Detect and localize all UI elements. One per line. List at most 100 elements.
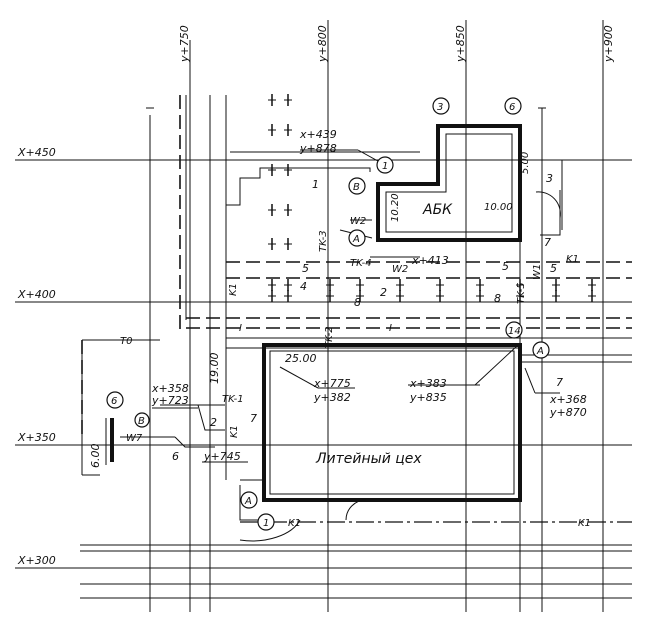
- pipe-marker: [268, 279, 276, 291]
- grid-label-x400: X+400: [17, 288, 56, 301]
- pipe-marker: [476, 290, 484, 302]
- coord-x368: x+368: [549, 393, 587, 406]
- dim-600: 6.00: [89, 444, 102, 469]
- left-structure: [81, 339, 225, 476]
- label-4: 4: [300, 280, 307, 293]
- pipe-marker: [552, 279, 560, 291]
- label-2-mid: 2: [380, 286, 387, 299]
- abk-building-label: АБК: [422, 202, 453, 218]
- callout-a-bottom: [240, 491, 258, 509]
- abk-curve: [535, 191, 561, 219]
- label-5-right: 5: [550, 262, 557, 275]
- callout-1-top: [376, 156, 394, 174]
- grid-label-y750: y+750: [178, 25, 191, 63]
- callout-b-top-label: В: [353, 182, 360, 193]
- pipe-marker: [476, 279, 484, 291]
- pipe-marker: [396, 290, 404, 302]
- net-k1-left: K1: [228, 283, 239, 296]
- pipe-marker: [268, 94, 276, 106]
- net-tk2: TK-2: [324, 326, 335, 348]
- callout-b-left: [134, 412, 150, 428]
- coord-x439: x+439: [299, 128, 337, 141]
- pipe-marker: [268, 204, 276, 216]
- callout-3-label: 3: [437, 102, 443, 113]
- callout-a-top-label: А: [352, 234, 360, 245]
- pipe-marker: [284, 94, 292, 106]
- pipe-marker: [284, 204, 292, 216]
- label-8-right: 8: [494, 292, 501, 305]
- pipe-marker: [284, 279, 292, 291]
- label-1: 1: [312, 178, 319, 191]
- pipe-marker: [268, 164, 276, 176]
- bottom-road-lines: [80, 521, 632, 599]
- grid-label-y850: y+850: [454, 25, 467, 63]
- dim-1020: 10.20: [390, 193, 401, 222]
- pipe-marker: [326, 290, 334, 302]
- label-7-abk: 7: [544, 236, 551, 249]
- callout-a-right: [532, 341, 550, 359]
- coord-x358: x+358: [151, 382, 189, 395]
- callout-3: [432, 97, 450, 115]
- callout-14-label: 14: [508, 326, 521, 337]
- label-6-left: 6: [172, 450, 179, 463]
- callout-6: [504, 97, 522, 115]
- pipe-marker: [396, 279, 404, 291]
- pipe-marker: [268, 124, 276, 136]
- net-w7: W7: [126, 433, 143, 444]
- pipe-marker: [588, 290, 596, 302]
- pipe-marker: [284, 238, 292, 250]
- callout-1-top-label: 1: [382, 161, 388, 172]
- pipe-marker: [356, 290, 364, 302]
- net-w2-top: W2: [350, 216, 366, 227]
- foundry-building-label: Литейный цех: [315, 451, 422, 467]
- net-tk1: TK-1: [222, 394, 244, 405]
- pipe-marker: [268, 290, 276, 302]
- corridor-lines: [186, 151, 632, 363]
- net-k1-bottom-right: K1: [578, 518, 591, 529]
- pipe-marker: [588, 279, 596, 291]
- dim-1900: 19.00: [208, 353, 221, 385]
- label-7-left: 7: [250, 412, 257, 425]
- dim-2500: 25.00: [285, 352, 317, 365]
- grid-label-y800: y+800: [316, 25, 329, 63]
- net-w1: W1: [532, 264, 543, 280]
- coord-x413: x+413: [411, 254, 449, 267]
- pipe-markers: [268, 94, 596, 302]
- pipe-marker: [326, 279, 334, 291]
- callout-circles: [106, 97, 550, 531]
- coord-y870: y+870: [549, 406, 587, 419]
- leader-lines: [152, 149, 560, 463]
- net-k1-right-top: K1: [566, 254, 579, 265]
- pipe-marker: [516, 290, 524, 302]
- pipe-marker: [436, 279, 444, 291]
- pipe-marker: [284, 290, 292, 302]
- coord-y835: y+835: [409, 391, 447, 404]
- net-tk5: TK-5: [516, 282, 527, 304]
- label-8-left: 8: [354, 296, 361, 309]
- callout-6-left: [106, 391, 124, 409]
- coord-y382: y+382: [313, 391, 351, 404]
- callout-1-bottom-label: 1: [263, 518, 269, 529]
- callout-a-right-label: А: [536, 346, 544, 357]
- label-5-mid: 5: [502, 260, 509, 273]
- callout-a-top: [348, 229, 366, 247]
- callout-6-left-label: 6: [111, 396, 117, 407]
- callout-b-top: [348, 177, 366, 195]
- label-2-left: 2: [210, 416, 217, 429]
- coord-x383: x+383: [409, 377, 447, 390]
- callout-6-label: 6: [509, 102, 515, 113]
- callout-a-bottom-label: А: [244, 496, 252, 507]
- callout-1-bottom: [257, 513, 275, 531]
- net-tk4: TK-4: [350, 258, 372, 269]
- label-i-left: I: [239, 323, 242, 334]
- label-5-left: 5: [302, 262, 309, 275]
- net-k1-foundry: K1: [229, 425, 240, 438]
- abk-site-boundary: [225, 167, 371, 262]
- grid-lines: [15, 20, 632, 612]
- dim-500: 5.00: [520, 152, 531, 174]
- coord-y723: y+723: [151, 394, 189, 407]
- grid-label-x300: X+300: [17, 554, 56, 567]
- label-3-right: 3: [546, 172, 553, 185]
- pipe-marker: [284, 164, 292, 176]
